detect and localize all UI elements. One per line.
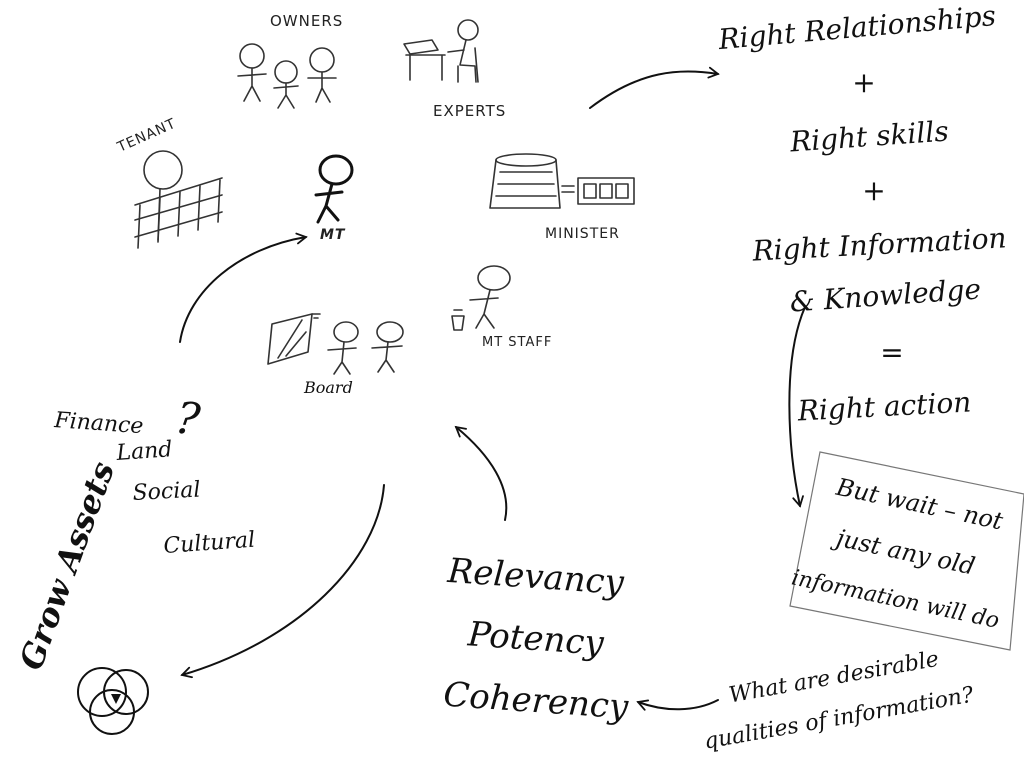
- owners-group-icon: [237, 43, 337, 109]
- quality-coherency: Coherency: [442, 675, 630, 728]
- mt-label: MT: [320, 227, 346, 243]
- asset-cultural: Cultural: [163, 528, 256, 559]
- quality-potency: Potency: [466, 614, 606, 664]
- equation-line-skills: Right skills: [788, 115, 950, 159]
- quality-relevancy: Relevancy: [445, 551, 625, 603]
- mt-staff-label: MT STAFF: [482, 335, 552, 350]
- asset-social: Social: [132, 477, 201, 506]
- asset-land: Land: [115, 437, 174, 466]
- arrow-assets-to-mt: [179, 232, 308, 343]
- arrow-equation-to-note: [788, 306, 806, 508]
- mt-staff-icon: [451, 265, 511, 331]
- expert-at-desk-icon: [403, 19, 479, 83]
- arrow-question-to-qualities: [636, 699, 719, 711]
- equation-line-knowledge: & Knowledge: [789, 272, 982, 318]
- assets-question-mark: ?: [172, 392, 203, 446]
- arrow-qualities-to-board: [454, 425, 508, 521]
- equation-equals: =: [880, 336, 903, 369]
- equation-plus-2: +: [862, 174, 885, 207]
- minister-label: MINISTER: [545, 226, 620, 242]
- owners-label: OWNERS: [270, 12, 343, 30]
- board-easel-icon: [267, 313, 404, 375]
- minister-podium-icon: [489, 153, 635, 209]
- mt-person-icon: [314, 154, 354, 224]
- experts-label: EXPERTS: [433, 102, 506, 120]
- equation-plus-1: +: [852, 66, 875, 99]
- tenant-label: TENANT: [114, 116, 179, 156]
- note-card: But wait – not just any old information …: [789, 451, 1024, 651]
- arrow-to-equation: [589, 66, 720, 109]
- tenant-behind-fence-icon: [134, 150, 223, 249]
- equation-line-relationships: Right Relationships: [716, 0, 997, 56]
- grow-assets-title: Grow Assets: [12, 457, 122, 675]
- equation-line-action: Right action: [796, 385, 972, 427]
- board-label: Board: [303, 378, 353, 397]
- asset-finance: Finance: [53, 408, 145, 439]
- arrow-board-to-assets: [180, 484, 385, 679]
- venn-diagram-icon: [77, 667, 149, 735]
- equation-block: Right Relationships + Right skills + Rig…: [716, 0, 1007, 428]
- equation-line-information: Right Information: [751, 221, 1008, 267]
